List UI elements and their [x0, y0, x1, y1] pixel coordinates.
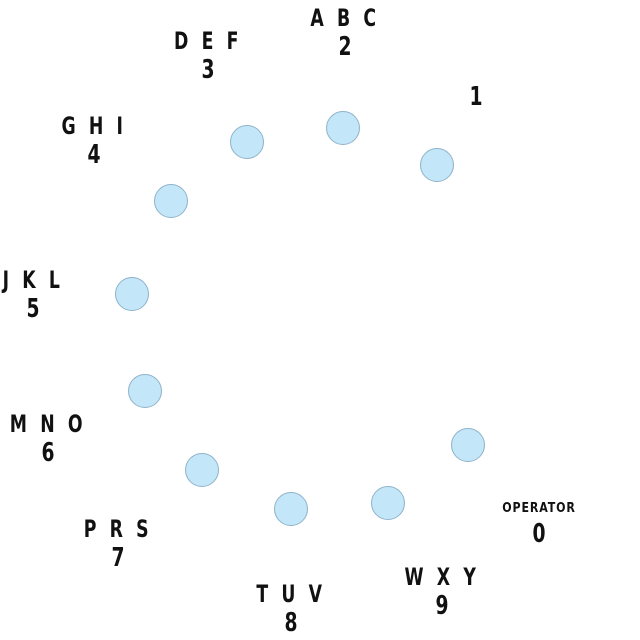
- key-label-0: OPERATOR 0: [496, 502, 582, 547]
- finger-hole-5[interactable]: [115, 277, 149, 311]
- key-letters-3: D E F: [174, 27, 242, 55]
- key-label-8: T U V 8: [243, 582, 339, 636]
- key-digit-2: 2: [338, 32, 352, 62]
- key-digit-1: 1: [469, 82, 483, 112]
- key-label-2: A B C 2: [297, 6, 393, 60]
- key-digit-0: 0: [532, 519, 546, 549]
- finger-hole-9[interactable]: [371, 486, 405, 520]
- finger-hole-6[interactable]: [128, 374, 162, 408]
- key-digit-4: 4: [87, 140, 101, 170]
- key-label-5: J K L 5: [0, 268, 75, 322]
- key-letters-8: T U V: [256, 580, 326, 608]
- key-label-1: 1: [467, 84, 485, 110]
- finger-hole-4[interactable]: [154, 184, 188, 218]
- finger-hole-8[interactable]: [274, 492, 308, 526]
- key-letters-6: M N O: [9, 410, 87, 438]
- key-letters-4: G H I: [61, 112, 127, 140]
- key-label-6: M N O 6: [0, 412, 101, 466]
- key-digit-6: 6: [41, 438, 55, 468]
- key-letters-5: J K L: [2, 266, 64, 294]
- finger-hole-1[interactable]: [420, 148, 454, 182]
- key-letters-7: P R S: [83, 515, 153, 543]
- finger-hole-0[interactable]: [451, 428, 485, 462]
- key-letters-9: W X Y: [404, 563, 480, 591]
- key-digit-5: 5: [26, 294, 40, 324]
- finger-hole-3[interactable]: [230, 125, 264, 159]
- key-label-9: W X Y 9: [390, 565, 494, 619]
- key-digit-8: 8: [284, 608, 298, 638]
- key-letters-0: OPERATOR: [502, 501, 576, 516]
- key-label-4: G H I 4: [49, 114, 139, 168]
- key-digit-7: 7: [111, 543, 125, 573]
- key-label-3: D E F 3: [161, 29, 255, 83]
- finger-hole-7[interactable]: [185, 453, 219, 487]
- key-label-7: P R S 7: [70, 517, 165, 571]
- finger-hole-2[interactable]: [326, 111, 360, 145]
- key-digit-3: 3: [201, 55, 215, 85]
- key-digit-9: 9: [435, 591, 449, 621]
- key-letters-2: A B C: [310, 4, 380, 32]
